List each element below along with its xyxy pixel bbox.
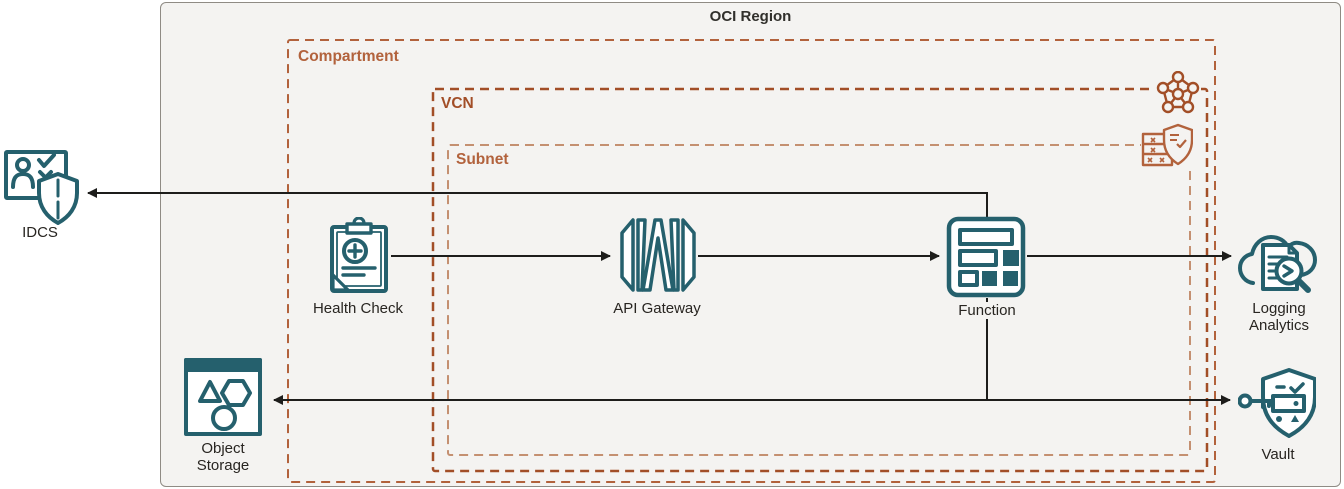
- vault-key-icon: [1238, 368, 1316, 438]
- health-check-icon: [330, 217, 388, 293]
- logging-analytics-icon: [1238, 235, 1317, 293]
- vcn-network-icon: [1155, 71, 1201, 115]
- api-gateway-label: API Gateway: [613, 300, 701, 317]
- idcs-identity-icon: [4, 150, 79, 225]
- compartment-label: Compartment: [298, 48, 399, 65]
- logging-analytics-label: Logging Analytics: [1248, 300, 1310, 335]
- vault-label: Vault: [1261, 446, 1295, 463]
- function-label: Function: [947, 302, 1027, 320]
- vcn-label: VCN: [441, 95, 474, 112]
- function-icon: [946, 216, 1026, 298]
- idcs-label: IDCS: [22, 224, 58, 241]
- security-list-icon: [1141, 123, 1193, 169]
- oci-region-title: OCI Region: [709, 8, 792, 25]
- subnet-label: Subnet: [456, 151, 509, 168]
- object-storage-icon: [184, 358, 262, 436]
- health-check-label: Health Check: [312, 300, 404, 317]
- api-gateway-icon: [620, 218, 696, 292]
- object-storage-label: Object Storage: [196, 440, 250, 475]
